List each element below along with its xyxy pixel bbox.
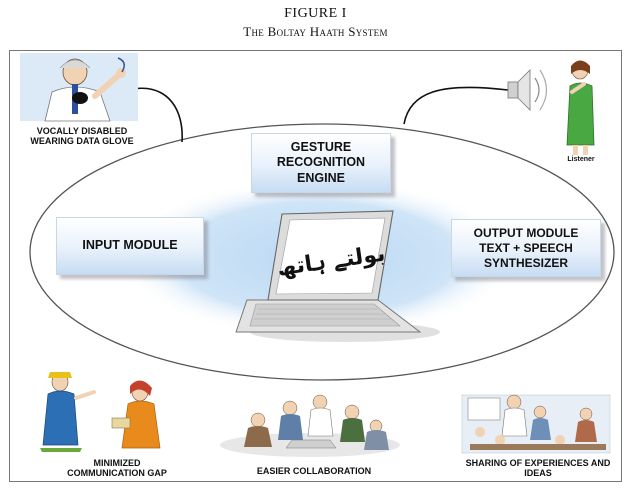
sharing-label: SHARING OF EXPERIENCES AND IDEAS	[465, 458, 611, 479]
input-module-box: INPUT MODULE	[56, 217, 204, 275]
output-module-label: OUTPUT MODULE TEXT + SPEECH SYNTHESIZER	[473, 225, 579, 270]
gesture-recognition-engine-box: GESTURE RECOGNITION ENGINE	[251, 133, 391, 193]
listener-person-icon	[566, 60, 595, 155]
speaker-cable	[403, 86, 509, 125]
communication-people-icon	[40, 372, 161, 452]
communication-gap-label: MINIMIZED COMMUNICATION GAP	[67, 458, 167, 479]
figure-number: FIGURE I	[284, 6, 347, 21]
figure-title: The Boltay Haath System	[243, 24, 388, 39]
input-module-label: INPUT MODULE	[82, 238, 178, 253]
sharing-ideas-icon	[461, 394, 611, 454]
listener-label: Listener	[567, 156, 595, 163]
speaker-icon	[507, 69, 548, 111]
collaboration-group-icon	[220, 394, 400, 457]
collaboration-label: EASIER COLLABORATION	[256, 466, 372, 476]
vocally-disabled-person-icon	[20, 53, 138, 122]
gesture-recognition-engine-label: GESTURE RECOGNITION ENGINE	[276, 139, 366, 185]
laptop-icon	[235, 210, 440, 342]
vocally-disabled-label: VOCALLY DISABLED WEARING DATA GLOVE	[30, 126, 134, 147]
output-module-box: OUTPUT MODULE TEXT + SPEECH SYNTHESIZER	[451, 219, 601, 277]
